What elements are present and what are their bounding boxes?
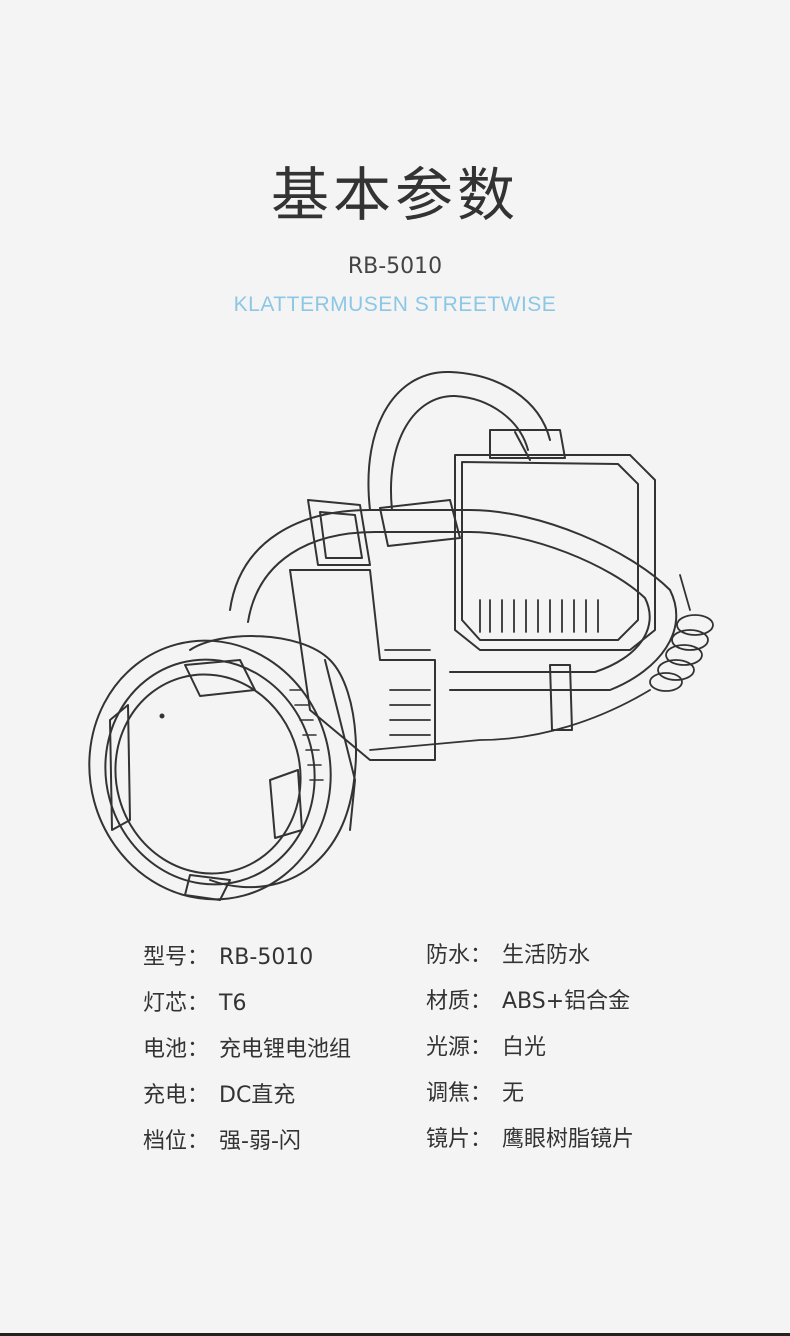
spec-item-waterproof: 防水： 生活防水: [426, 936, 590, 976]
page-title: 基本参数: [270, 161, 519, 229]
spec-value: 无: [502, 1081, 525, 1106]
spec-label: 档位：: [143, 1129, 210, 1154]
spec-item-model: 型号： RB-5010: [143, 938, 313, 978]
spec-label: 型号：: [143, 945, 210, 970]
spec-value: 鹰眼树脂镜片: [502, 1127, 635, 1152]
spec-value: 白光: [502, 1035, 547, 1060]
top-decoration: [538, 0, 738, 6]
spec-item-light-source: 光源： 白光: [426, 1028, 546, 1068]
spec-label: 镜片：: [426, 1127, 493, 1152]
spec-value: RB-5010: [219, 945, 314, 970]
spec-item-battery: 电池： 充电锂电池组: [143, 1030, 351, 1070]
brand-name: KLATTERMUSEN STREETWISE: [233, 293, 557, 316]
spec-value: T6: [219, 991, 247, 1016]
spec-item-core: 灯芯： T6: [143, 984, 246, 1024]
spec-label: 防水：: [426, 943, 493, 968]
model-number: RB-5010: [347, 254, 443, 279]
spec-item-modes: 档位： 强-弱-闪: [143, 1122, 301, 1162]
spec-item-charging: 充电： DC直充: [143, 1076, 295, 1116]
spec-label: 光源：: [426, 1035, 493, 1060]
spec-label: 电池：: [143, 1037, 210, 1062]
spec-value: 生活防水: [502, 943, 591, 968]
spec-label: 灯芯：: [143, 991, 210, 1016]
spec-value: ABS+铝合金: [502, 989, 631, 1014]
headlamp-illustration-icon: [88, 370, 714, 901]
spec-label: 充电：: [143, 1083, 210, 1108]
spec-value: DC直充: [219, 1083, 296, 1108]
spec-label: 调焦：: [426, 1081, 493, 1106]
spec-item-focus: 调焦： 无: [426, 1074, 524, 1114]
spec-item-lens: 镜片： 鹰眼树脂镜片: [426, 1120, 634, 1160]
spec-value: 充电锂电池组: [219, 1037, 352, 1062]
bottom-divider: [0, 1333, 790, 1336]
spec-list: 型号： RB-5010 防水： 生活防水 灯芯： T6 材质： ABS+铝合金 电池： 充…: [0, 936, 790, 1176]
spec-label: 材质：: [426, 989, 493, 1014]
spec-item-material: 材质： ABS+铝合金: [426, 982, 630, 1022]
spec-value: 强-弱-闪: [219, 1129, 301, 1154]
